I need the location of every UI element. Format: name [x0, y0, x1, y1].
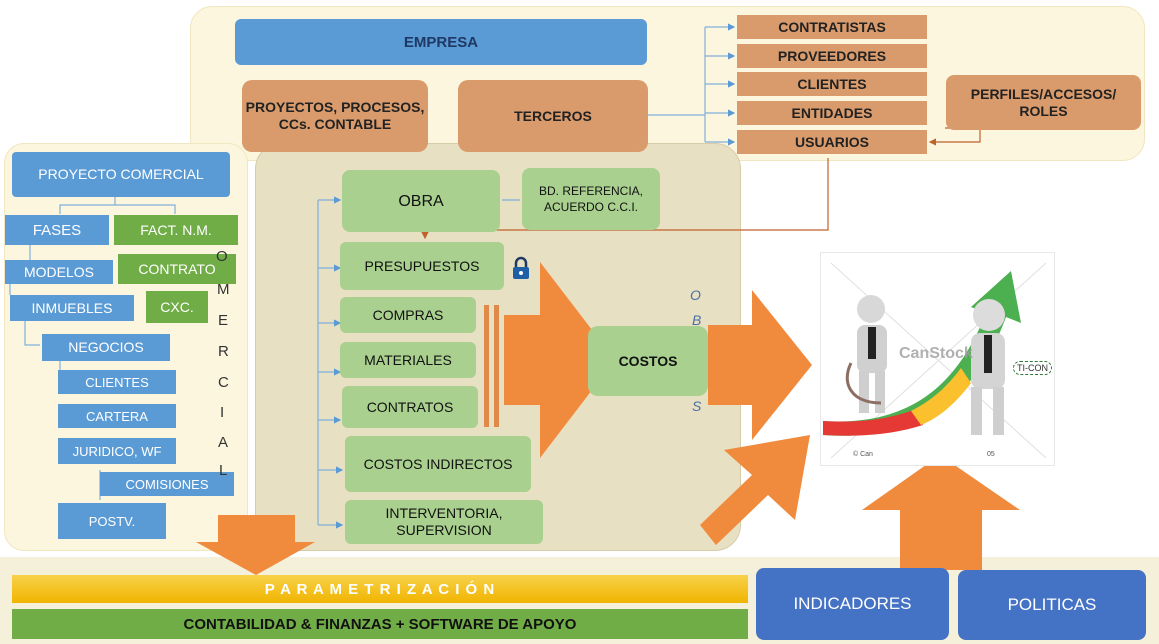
postv-label: POSTV.	[88, 513, 136, 529]
contratistas-label: CONTRATISTAS	[778, 18, 886, 35]
presupuestos-label: PRESUPUESTOS	[364, 257, 480, 274]
proveedores-box[interactable]: PROVEEDORES	[737, 44, 927, 68]
perfiles-label: PERFILES/ACCESOS/ ROLES	[970, 85, 1117, 119]
modelos-label: MODELOS	[23, 263, 94, 280]
proveedores-label: PROVEEDORES	[777, 47, 887, 64]
comisiones-label: COMISIONES	[125, 476, 209, 492]
obras-letter-s: S	[692, 398, 702, 414]
fases-box[interactable]: FASES	[5, 215, 109, 245]
postv-box[interactable]: POSTV.	[58, 503, 166, 539]
cartera-label: CARTERA	[86, 408, 148, 424]
materiales-box[interactable]: MATERIALES	[340, 342, 476, 378]
entidades-label: ENTIDADES	[791, 104, 873, 121]
comercial-letter-m: M	[217, 281, 230, 298]
comercial-letter-o: O	[216, 248, 228, 265]
bd-label: BD. REFERENCIA, ACUERDO C.C.I.	[538, 184, 643, 214]
indicadores-box[interactable]: INDICADORES	[756, 568, 949, 640]
comercial-letter-l: L	[219, 462, 228, 479]
comercial-letter-a: A	[218, 434, 229, 451]
modelos-box[interactable]: MODELOS	[5, 260, 113, 284]
fact-label: FACT. N.M.	[140, 221, 212, 238]
costos-indirectos-box[interactable]: COSTOS INDIRECTOS	[345, 436, 531, 492]
contratistas-box[interactable]: CONTRATISTAS	[737, 15, 927, 39]
juridico-label: JURIDICO, WF	[72, 443, 162, 459]
perfiles-box[interactable]: PERFILES/ACCESOS/ ROLES	[946, 75, 1141, 130]
obra-label: OBRA	[398, 192, 444, 210]
comercial-letter-c: C	[218, 374, 229, 391]
cxc-label: CXC.	[160, 298, 194, 315]
contabilidad-label: CONTABILIDAD & FINANZAS + SOFTWARE DE AP…	[183, 615, 577, 633]
empresa-box[interactable]: EMPRESA	[235, 19, 647, 65]
politicas-box[interactable]: POLITICAS	[958, 570, 1146, 640]
obras-letter-b: B	[692, 312, 702, 328]
clientes-left-box[interactable]: CLIENTES	[58, 370, 176, 394]
comercial-letter-r: R	[218, 343, 229, 360]
fases-label: FASES	[32, 221, 82, 239]
obra-box[interactable]: OBRA	[342, 170, 500, 232]
costos-box[interactable]: COSTOS	[588, 326, 708, 396]
comercial-letter-i: I	[220, 404, 225, 421]
contrato-label: CONTRATO	[138, 260, 216, 277]
juridico-box[interactable]: JURIDICO, WF	[58, 438, 176, 464]
cxc-box[interactable]: CXC.	[146, 291, 208, 323]
up-arrow	[862, 455, 1020, 570]
comisiones-box[interactable]: COMISIONES	[100, 472, 234, 496]
comercial-letter-e: E	[218, 312, 229, 329]
materiales-label: MATERIALES	[364, 351, 452, 368]
terceros-box[interactable]: TERCEROS	[458, 80, 648, 152]
politicas-label: POLITICAS	[1007, 595, 1097, 614]
contratos-box[interactable]: CONTRATOS	[342, 386, 478, 428]
interventoria-box[interactable]: INTERVENTORIA, SUPERVISION	[345, 500, 543, 544]
usuarios-label: USUARIOS	[795, 133, 869, 150]
cartera-box[interactable]: CARTERA	[58, 404, 176, 428]
indicadores-label: INDICADORES	[793, 594, 912, 613]
ticon-badge: TI-CON	[1013, 361, 1052, 375]
parametrizacion-label: P A R A M E T R I Z A C I Ó N	[264, 580, 496, 598]
proyectos-box[interactable]: PROYECTOS, PROCESOS, CCs. CONTABLE	[242, 80, 428, 152]
costos-indirectos-label: COSTOS INDIRECTOS	[363, 455, 513, 472]
watermark-text: CanStock	[899, 345, 973, 362]
inmuebles-box[interactable]: INMUEBLES	[10, 295, 134, 321]
clientes-top-label: CLIENTES	[797, 75, 867, 92]
parametrizacion-bar[interactable]: P A R A M E T R I Z A C I Ó N	[12, 575, 748, 603]
proyectos-label: PROYECTOS, PROCESOS, CCs. CONTABLE	[245, 99, 425, 132]
arrow-to-image	[708, 290, 812, 440]
terceros-label: TERCEROS	[514, 107, 592, 124]
fact-box[interactable]: FACT. N.M.	[114, 215, 238, 245]
image-caption-end: 05	[987, 451, 995, 458]
diagonal-arrow	[700, 435, 810, 545]
contratos-label: CONTRATOS	[366, 398, 454, 415]
usuarios-box[interactable]: USUARIOS	[737, 130, 927, 154]
costos-label: COSTOS	[618, 352, 678, 369]
image-caption: © Can	[853, 451, 873, 458]
compras-box[interactable]: COMPRAS	[340, 297, 476, 333]
contrato-box[interactable]: CONTRATO	[118, 254, 236, 284]
clientes-top-box[interactable]: CLIENTES	[737, 72, 927, 96]
clientes-left-label: CLIENTES	[85, 374, 149, 390]
compras-label: COMPRAS	[372, 306, 444, 323]
success-illustration: CanStock TI-CON © Can 05	[820, 252, 1055, 466]
proyecto-comercial-box[interactable]: PROYECTO COMERCIAL	[12, 152, 230, 197]
interventoria-label: INTERVENTORIA, SUPERVISION	[385, 505, 503, 538]
negocios-label: NEGOCIOS	[68, 339, 144, 355]
presupuestos-box[interactable]: PRESUPUESTOS	[340, 242, 504, 290]
contabilidad-bar[interactable]: CONTABILIDAD & FINANZAS + SOFTWARE DE AP…	[12, 609, 748, 639]
negocios-box[interactable]: NEGOCIOS	[42, 334, 170, 361]
empresa-label: EMPRESA	[403, 33, 479, 51]
bd-box[interactable]: BD. REFERENCIA, ACUERDO C.C.I.	[522, 168, 660, 230]
proyecto-comercial-label: PROYECTO COMERCIAL	[38, 166, 204, 182]
obras-letter-o: O	[690, 287, 701, 303]
down-arrow	[196, 515, 315, 575]
entidades-box[interactable]: ENTIDADES	[737, 101, 927, 125]
lock-icon	[510, 256, 532, 280]
big-arrow-costos	[504, 262, 615, 458]
inmuebles-label: INMUEBLES	[31, 299, 113, 316]
